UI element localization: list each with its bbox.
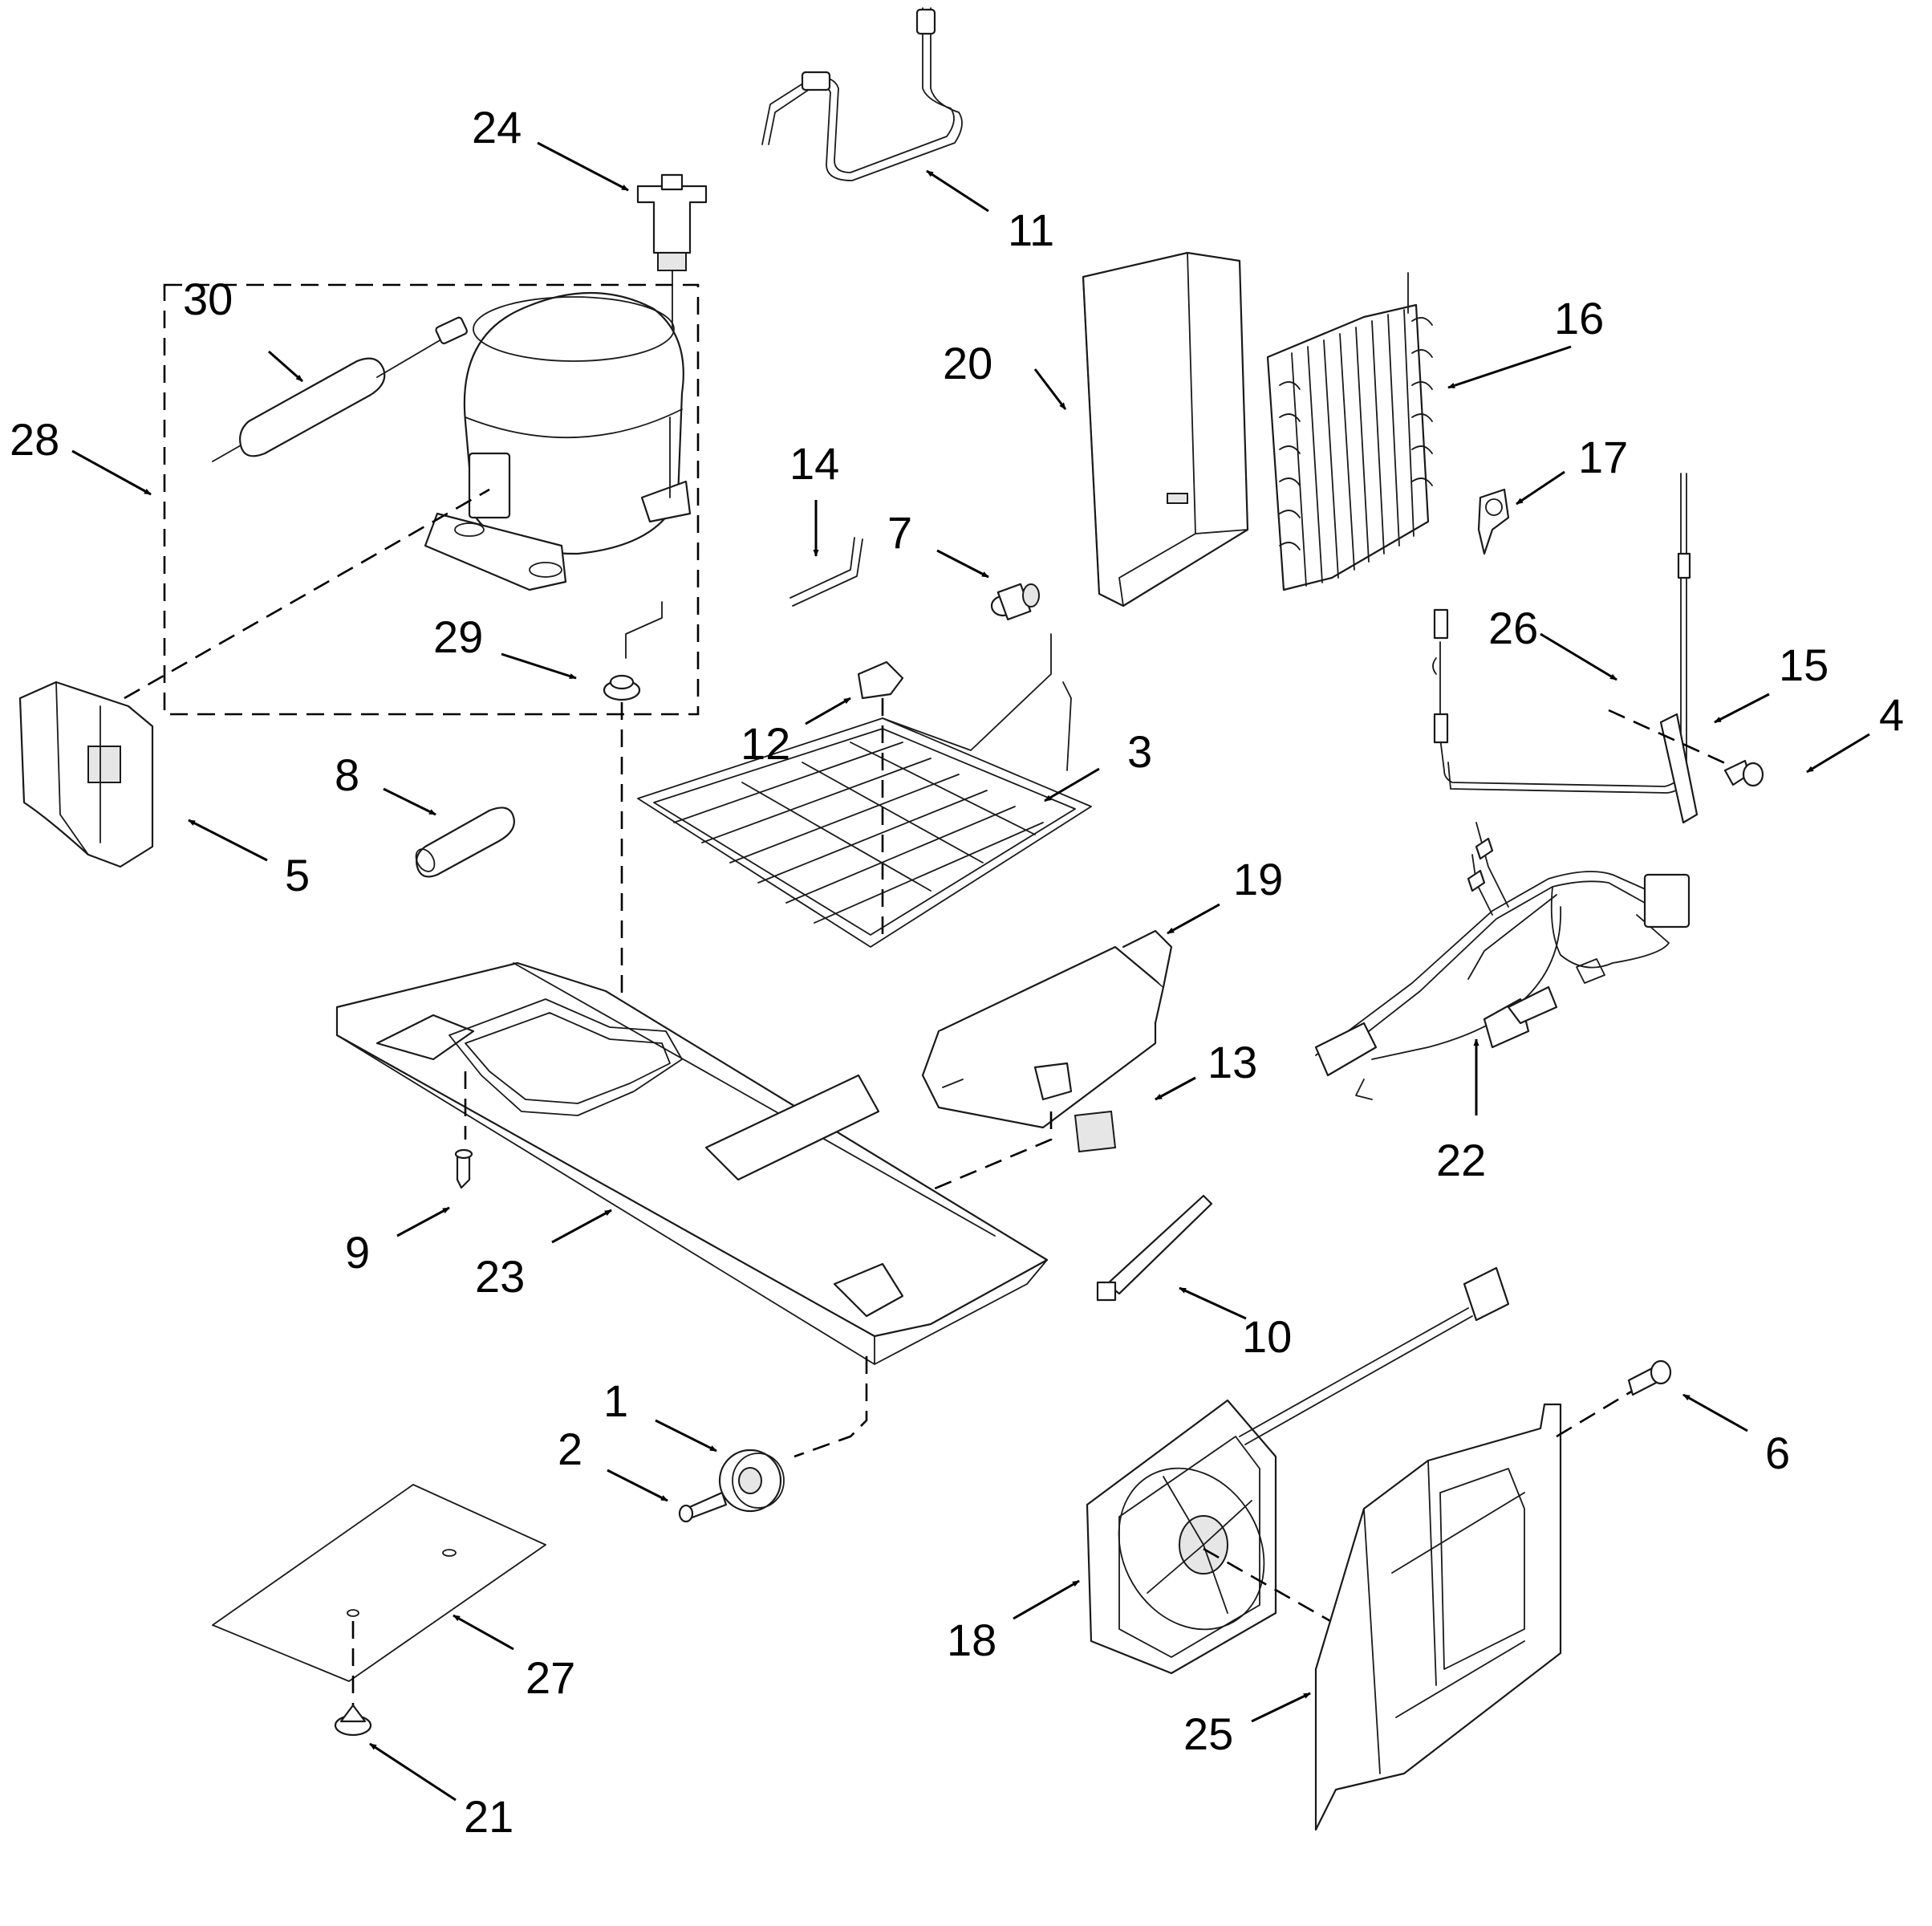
sensor-wire-part-26 — [1432, 473, 1691, 794]
drier-part-30 — [212, 316, 468, 462]
callout-14: 14 — [789, 438, 839, 489]
clip-part-12 — [857, 660, 904, 700]
callout-21: 21 — [464, 1791, 513, 1842]
mat-part-27 — [212, 1484, 546, 1682]
connector-part-7 — [990, 583, 1040, 621]
relay-cover-part-5 — [18, 681, 154, 868]
callout-12: 12 — [741, 718, 790, 769]
callout-26: 26 — [1488, 603, 1538, 653]
screw-part-9 — [454, 1148, 473, 1189]
fan-shroud-part-25 — [1314, 1403, 1562, 1831]
valve-part-24 — [636, 173, 708, 338]
leader-1 — [794, 1356, 868, 1458]
leader-5-compressor — [124, 488, 490, 700]
callout-24: 24 — [472, 102, 522, 152]
leader-15-4 — [1608, 709, 1742, 772]
callout-4: 4 — [1879, 689, 1904, 740]
screw-part-4 — [1723, 759, 1764, 787]
evaporator-cover-part-20 — [1082, 251, 1249, 607]
callout-6: 6 — [1765, 1428, 1790, 1478]
callout-10: 10 — [1242, 1311, 1292, 1362]
callout-16: 16 — [1554, 293, 1604, 343]
evaporator-coil-part-16 — [1266, 272, 1433, 591]
callout-7: 7 — [887, 507, 912, 558]
base-pan-part-23 — [335, 961, 1049, 1365]
fan-part-18 — [1086, 1266, 1510, 1675]
callout-3: 3 — [1127, 726, 1152, 777]
callout-23: 23 — [475, 1251, 525, 1302]
callout-15: 15 — [1779, 640, 1828, 690]
compressor-assembly-boundary — [163, 283, 700, 716]
clip-part-17 — [1477, 488, 1510, 555]
defrost-heater-part-3 — [637, 633, 1092, 948]
callout-19: 19 — [1233, 854, 1283, 904]
callout-17: 17 — [1578, 432, 1628, 482]
screw-part-6 — [1627, 1359, 1672, 1396]
grommet-part-29 — [603, 674, 641, 701]
callout-27: 27 — [526, 1652, 575, 1703]
callout-9: 9 — [345, 1227, 370, 1278]
leader-19 — [897, 1111, 1053, 1252]
callout-5: 5 — [285, 850, 310, 900]
callout-labels: 24 11 30 28 20 16 14 7 17 29 26 15 4 12 … — [10, 102, 1904, 1842]
roller-part-1 — [718, 1449, 785, 1513]
callout-8: 8 — [335, 750, 359, 800]
callout-29: 29 — [433, 612, 483, 662]
compressor-part — [424, 291, 692, 659]
callout-25: 25 — [1183, 1709, 1233, 1759]
tie-strap-part-10 — [1096, 1194, 1213, 1302]
tube-part-14 — [789, 537, 863, 607]
clip-part-15 — [1659, 713, 1699, 824]
callout-28: 28 — [10, 414, 59, 465]
tube-part-11 — [761, 7, 963, 181]
callout-arrows — [71, 141, 1870, 1802]
callout-18: 18 — [947, 1615, 996, 1665]
drain-trough-part-19 — [921, 929, 1173, 1129]
callout-2: 2 — [558, 1424, 582, 1474]
callout-22: 22 — [1436, 1135, 1486, 1185]
callout-13: 13 — [1208, 1037, 1257, 1087]
callout-30: 30 — [183, 274, 233, 324]
leader-6 — [1556, 1387, 1638, 1438]
wire-harness-part-22 — [1314, 822, 1690, 1100]
callout-20: 20 — [943, 338, 992, 388]
callout-11: 11 — [1008, 205, 1054, 255]
pad-part-13 — [1074, 1110, 1117, 1153]
callout-1: 1 — [603, 1375, 628, 1426]
clip-part-21 — [334, 1704, 372, 1737]
tube-part-8 — [415, 807, 515, 878]
axle-part-2 — [678, 1491, 728, 1523]
